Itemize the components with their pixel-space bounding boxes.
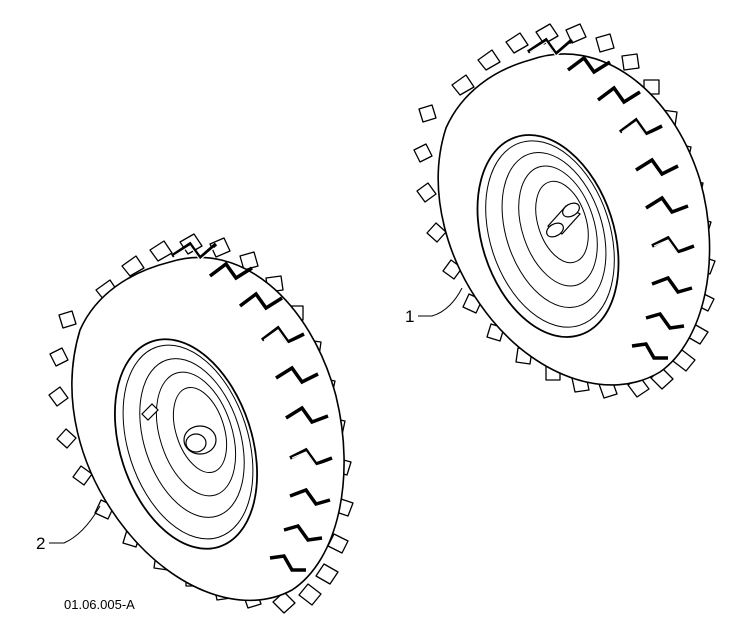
callout-1-label: 1 [405,307,414,326]
wheel-2-rim [114,338,258,550]
wheel-1 [413,23,716,399]
callout-1: 1 [405,287,463,326]
figure-id: 01.06.005-A [64,597,135,612]
wheel-2-valve-stem [141,403,159,421]
callout-2-leader [49,505,101,544]
wheel-2 [48,233,354,614]
wheel-1-chevrons [527,37,695,360]
wheel-1-axle [546,202,581,238]
callout-1-leader [418,287,463,317]
callout-2: 2 [36,505,101,553]
callout-2-label: 2 [36,534,45,553]
wheel-2-chevrons [171,241,333,572]
wheel-2-hub [183,425,217,455]
wheel-1-rim [476,134,620,338]
